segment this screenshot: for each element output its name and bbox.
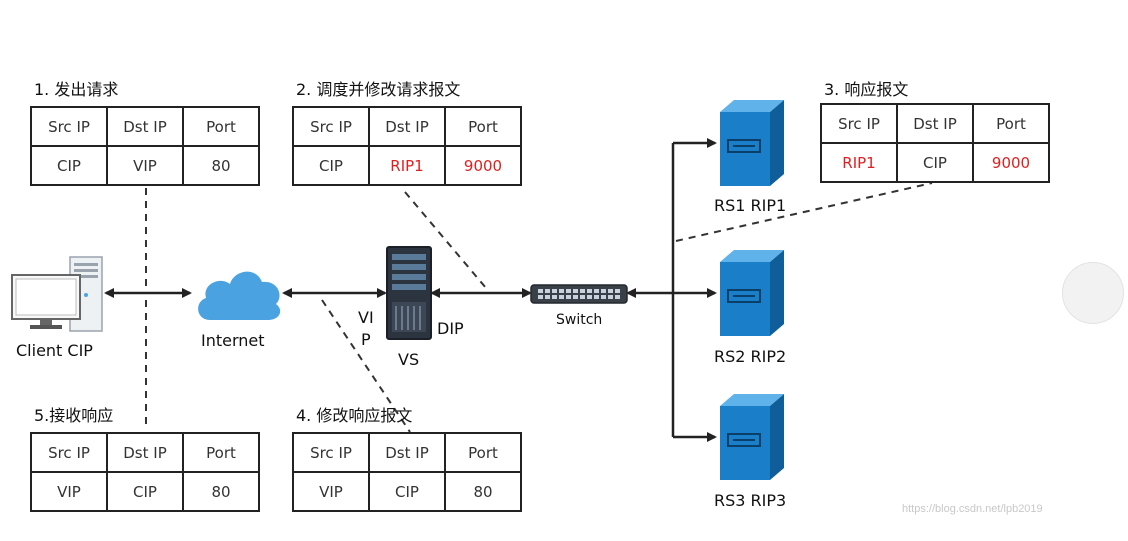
edge-circle (1062, 262, 1124, 324)
switch-icon (530, 284, 628, 304)
header-dst-ip: Dst IP (106, 432, 184, 473)
cell-dst-ip: CIP (106, 471, 184, 512)
vip-label-line1: VI (358, 308, 374, 327)
header-port: Port (182, 106, 260, 147)
client-computer-icon (11, 256, 103, 332)
rs3-server-icon (720, 394, 784, 480)
cell-src-ip: VIP (292, 471, 370, 512)
rs1-label: RS1 RIP1 (714, 196, 787, 215)
dash-step4 (321, 299, 411, 433)
cell-port: 80 (444, 471, 522, 512)
header-port: Port (444, 432, 522, 473)
step5-title: 5.接收响应 (34, 406, 114, 425)
header-src-ip: Src IP (820, 103, 898, 144)
header-src-ip: Src IP (292, 432, 370, 473)
rs1-server-icon (720, 100, 784, 186)
cell-dst-ip: VIP (106, 145, 184, 186)
cell-src-ip: VIP (30, 471, 108, 512)
client-label: Client CIP (16, 341, 93, 360)
header-src-ip: Src IP (30, 432, 108, 473)
switch-label: Switch (556, 312, 603, 328)
rs2-server-icon (720, 250, 784, 336)
cell-src-ip: CIP (292, 145, 370, 186)
step3-title: 3. 响应报文 (824, 80, 909, 99)
cell-src-ip: RIP1 (820, 142, 898, 183)
cell-port: 9000 (444, 145, 522, 186)
cell-dst-ip: CIP (368, 471, 446, 512)
step4-title: 4. 修改响应报文 (296, 406, 413, 425)
dash-step3 (675, 182, 933, 242)
step1-title: 1. 发出请求 (34, 80, 119, 99)
vs-server-icon (386, 246, 432, 340)
dip-label: DIP (437, 319, 464, 338)
header-src-ip: Src IP (30, 106, 108, 147)
vs-label: VS (398, 350, 420, 369)
cloud-icon (198, 271, 281, 320)
dash-step2 (404, 191, 487, 289)
rs2-label: RS2 RIP2 (714, 347, 787, 366)
step2-title: 2. 调度并修改请求报文 (296, 80, 461, 99)
header-src-ip: Src IP (292, 106, 370, 147)
header-dst-ip: Dst IP (896, 103, 974, 144)
header-dst-ip: Dst IP (106, 106, 184, 147)
header-port: Port (972, 103, 1050, 144)
cell-port: 80 (182, 471, 260, 512)
header-dst-ip: Dst IP (368, 432, 446, 473)
internet-label: Internet (201, 331, 265, 350)
rs3-label: RS3 RIP3 (714, 491, 787, 510)
vip-label-line2: P (361, 330, 371, 349)
cell-dst-ip: RIP1 (368, 145, 446, 186)
cell-port: 80 (182, 145, 260, 186)
header-port: Port (444, 106, 522, 147)
cell-src-ip: CIP (30, 145, 108, 186)
cell-dst-ip: CIP (896, 142, 974, 183)
header-dst-ip: Dst IP (368, 106, 446, 147)
header-port: Port (182, 432, 260, 473)
watermark: https://blog.csdn.net/lpb2019 (902, 503, 1043, 515)
cell-port: 9000 (972, 142, 1050, 183)
